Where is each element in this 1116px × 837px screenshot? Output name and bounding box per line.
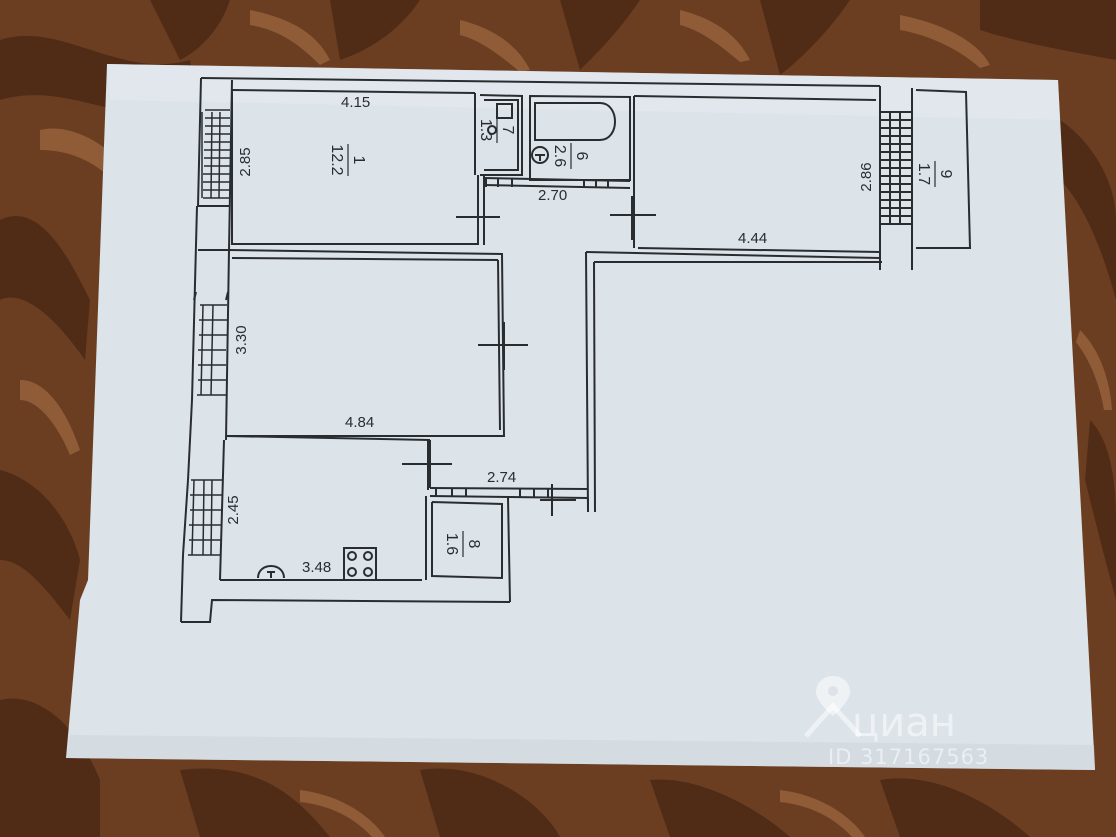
floor-plan-walls	[180, 77, 972, 623]
